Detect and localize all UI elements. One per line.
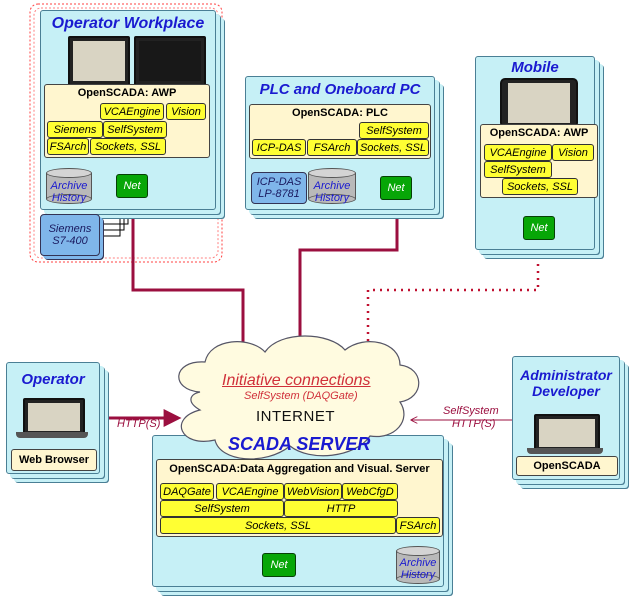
server-module-selfsystem: SelfSystem bbox=[160, 500, 284, 517]
server-module-daqgate: DAQGate bbox=[160, 483, 214, 500]
operator-laptop bbox=[23, 398, 85, 436]
module-siemens: Siemens bbox=[47, 121, 103, 138]
plc-archive: Archive History bbox=[308, 168, 356, 204]
admin-protocol-2: HTTP(S) bbox=[452, 418, 496, 430]
admin-protocol-1: SelfSystem bbox=[443, 405, 499, 417]
server-module-fsarch: FSArch bbox=[396, 517, 440, 534]
module-fsarch: FSArch bbox=[47, 138, 89, 155]
module-vcaengine: VCAEngine bbox=[100, 103, 164, 120]
plc-title: PLC and Oneboard PC bbox=[259, 81, 421, 98]
mobile-module-sockets: Sockets, SSL bbox=[502, 178, 578, 195]
module-vision: Vision bbox=[166, 103, 206, 120]
link-workplace-cloud bbox=[131, 200, 245, 368]
internet-label: INTERNET bbox=[256, 408, 335, 425]
mobile-module-selfsystem: SelfSystem bbox=[484, 161, 552, 178]
mobile-awp-title: OpenSCADA: AWP bbox=[489, 127, 589, 139]
link-mobile-cloud bbox=[366, 250, 540, 368]
workplace-monitor-1 bbox=[68, 36, 130, 86]
module-selfsystem: SelfSystem bbox=[103, 121, 167, 138]
server-net: Net bbox=[262, 553, 296, 577]
icp-das-device: ICP-DAS LP-8781 bbox=[251, 172, 307, 204]
plc-box-title: OpenSCADA: PLC bbox=[292, 107, 388, 119]
initiative-connections-label: Initiative connections bbox=[222, 372, 371, 389]
mobile-module-vision: Vision bbox=[552, 144, 594, 161]
workplace-archive-label: Archive History bbox=[50, 180, 88, 204]
scada-server-title: SCADA SERVER bbox=[228, 434, 371, 454]
mobile-net: Net bbox=[523, 216, 555, 240]
workplace-monitor-2 bbox=[134, 36, 206, 86]
server-module-webvision: WebVision bbox=[284, 483, 342, 500]
operator-protocol: HTTP(S) bbox=[117, 418, 161, 430]
server-module-webcfgd: WebCfgD bbox=[342, 483, 398, 500]
plc-archive-label: Archive History bbox=[313, 180, 351, 204]
operator-title: Operator bbox=[21, 371, 85, 388]
module-sockets: Sockets, SSL bbox=[90, 138, 166, 155]
plc-module-sockets: Sockets, SSL bbox=[357, 139, 429, 156]
workplace-awp-title: OpenSCADA: AWP bbox=[77, 87, 177, 99]
plc-module-fsarch: FSArch bbox=[307, 139, 357, 156]
mobile-title: Mobile bbox=[511, 59, 559, 76]
server-archive: Archive History bbox=[396, 546, 440, 584]
server-module-vcaengine: VCAEngine bbox=[216, 483, 284, 500]
mobile-tablet bbox=[500, 78, 578, 128]
workplace-group-outline bbox=[29, 3, 223, 263]
link-plc-cloud bbox=[298, 200, 399, 368]
server-module-http: HTTP bbox=[284, 500, 398, 517]
mobile-module-vcaengine: VCAEngine bbox=[484, 144, 552, 161]
workplace-net: Net bbox=[116, 174, 148, 198]
operator-workplace-title: Operator Workplace bbox=[51, 15, 205, 32]
openscada-client-box: OpenSCADA bbox=[516, 456, 618, 476]
web-browser-box: Web Browser bbox=[11, 449, 97, 471]
siemens-s7-device: Siemens S7-400 bbox=[40, 214, 100, 256]
admin-laptop bbox=[534, 414, 600, 452]
server-archive-label: Archive History bbox=[399, 557, 437, 581]
server-box-title: OpenSCADA:Data Aggregation and Visual. S… bbox=[169, 463, 430, 475]
admin-title-2: Developer bbox=[532, 383, 600, 399]
plc-module-icpdas: ICP-DAS bbox=[252, 139, 306, 156]
server-module-sockets: Sockets, SSL bbox=[160, 517, 396, 534]
plc-module-selfsystem: SelfSystem bbox=[359, 122, 429, 139]
workplace-group-outline-inner bbox=[33, 7, 219, 259]
plc-net: Net bbox=[380, 176, 412, 200]
workplace-archive: Archive History bbox=[46, 168, 92, 204]
admin-title-1: Administrator bbox=[520, 367, 612, 383]
daqgate-label: SelfSystem (DAQGate) bbox=[244, 390, 358, 402]
